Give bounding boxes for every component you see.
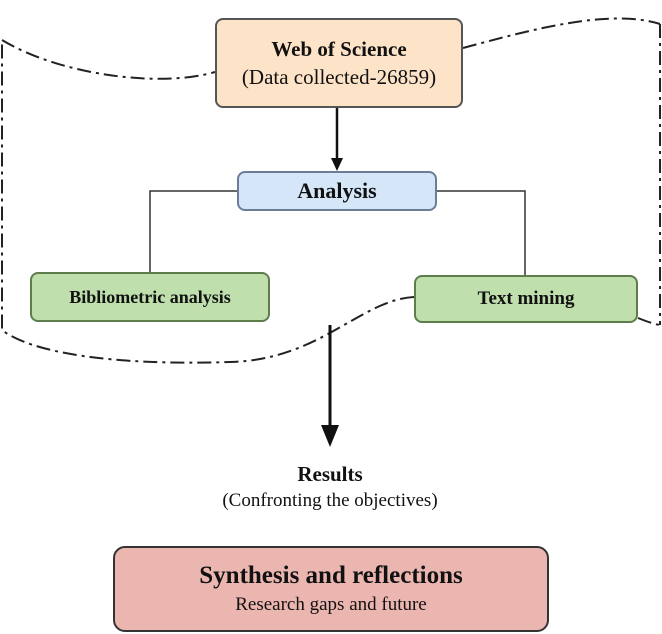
- results-title: Results: [297, 462, 363, 486]
- text-mining-label: Text mining: [477, 288, 575, 309]
- arrowhead-results: [321, 425, 339, 447]
- bibliometric-analysis-box: Bibliometric analysis: [30, 272, 270, 322]
- analysis-box: Analysis: [237, 171, 437, 211]
- bibliometric-label: Bibliometric analysis: [69, 286, 231, 307]
- synthesis-box: Synthesis and reflections Research gaps …: [113, 546, 549, 632]
- synthesis-subtitle: Research gaps and future: [235, 594, 427, 615]
- analysis-label: Analysis: [297, 178, 377, 203]
- text-mining-box: Text mining: [414, 275, 638, 323]
- results-block: Results (Confronting the objectives): [130, 460, 530, 514]
- source-title: Web of Science: [271, 37, 407, 61]
- branch-left: [149, 190, 237, 272]
- scope-boundary: [1, 17, 661, 364]
- synthesis-title: Synthesis and reflections: [199, 562, 463, 589]
- arrowhead-analysis: [331, 158, 343, 171]
- source-subtitle: (Data collected-26859): [241, 65, 437, 89]
- branch-right: [437, 190, 526, 275]
- results-subtitle: (Confronting the objectives): [222, 490, 438, 511]
- web-of-science-box: Web of Science (Data collected-26859): [215, 18, 463, 108]
